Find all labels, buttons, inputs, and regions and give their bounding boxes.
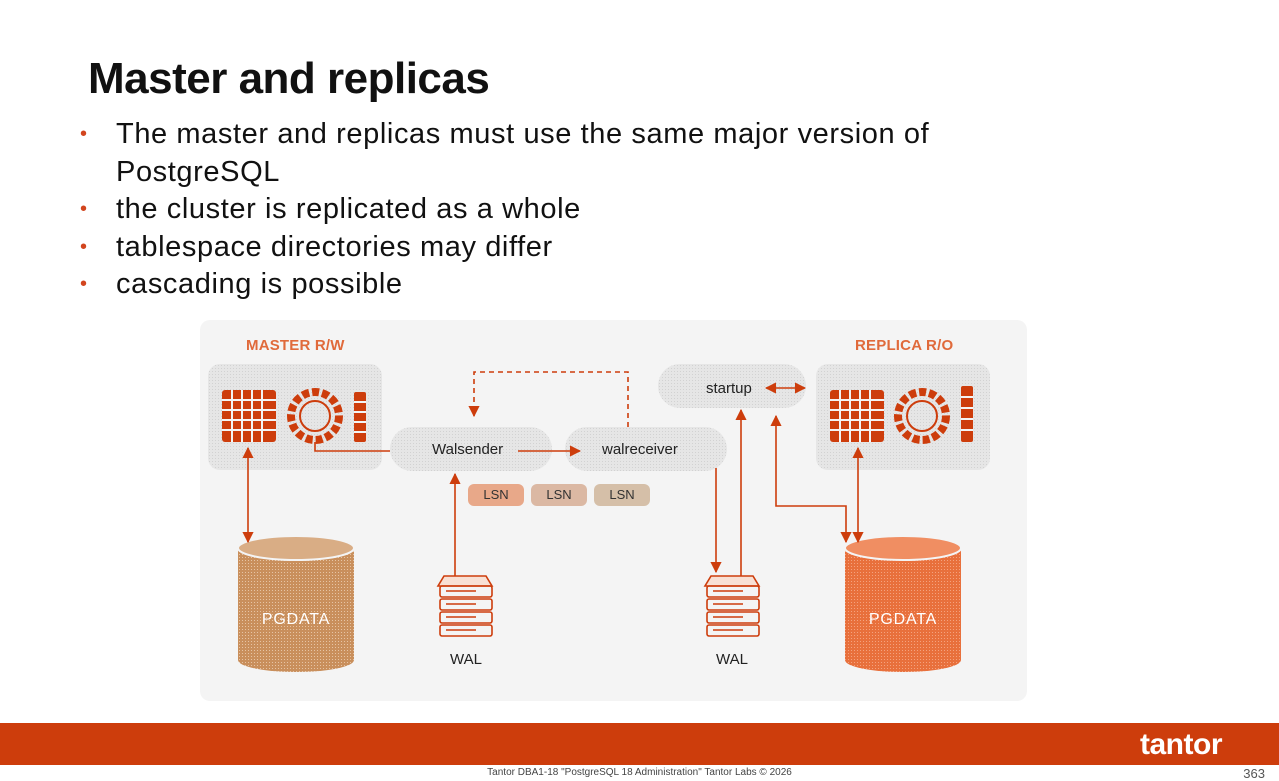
master-ring-icon bbox=[287, 388, 343, 444]
replica-buffer-grid-icon bbox=[830, 390, 884, 442]
bullet-text: tablespace directories may differ bbox=[116, 230, 553, 263]
master-wal-server-icon bbox=[436, 575, 494, 637]
master-wal-label: WAL bbox=[450, 651, 482, 668]
tantor-logo: tantor bbox=[1140, 728, 1223, 761]
walreceiver-box bbox=[565, 427, 727, 471]
bullet-dot-icon: • bbox=[80, 123, 88, 145]
lsn-badge: LSN bbox=[594, 484, 650, 506]
lsn-badge: LSN bbox=[468, 484, 524, 506]
footer-copyright: Tantor DBA1-18 "PostgreSQL 18 Administra… bbox=[487, 767, 792, 778]
replica-wal-label: WAL bbox=[716, 651, 748, 668]
replication-diagram: MASTER R/W REPLICA R/O Walsender walrece… bbox=[200, 320, 1027, 701]
bullet-dot-icon: • bbox=[80, 273, 88, 295]
page-number: 363 bbox=[1243, 766, 1265, 781]
replica-pgdata-cylinder bbox=[844, 535, 962, 672]
walsender-box bbox=[390, 427, 552, 471]
bullet-dot-icon: • bbox=[80, 198, 88, 220]
master-buffer-grid-icon bbox=[222, 390, 276, 442]
bullet-item: • cascading is possible bbox=[80, 266, 1040, 304]
replica-pgdata-label: PGDATA bbox=[868, 611, 938, 628]
footer-bar bbox=[0, 723, 1279, 765]
replica-role-label: REPLICA R/O bbox=[855, 337, 954, 354]
startup-box bbox=[658, 364, 806, 408]
master-stack-icon bbox=[354, 392, 366, 442]
bullet-text: the cluster is replicated as a whole bbox=[116, 193, 581, 225]
startup-label: startup bbox=[706, 380, 752, 397]
bullet-item: • tablespace directories may differ bbox=[80, 229, 1040, 267]
bullet-item: • The master and replicas must use the sa… bbox=[80, 116, 1040, 191]
master-pgdata-label: PGDATA bbox=[261, 611, 331, 628]
walreceiver-feedback-dashed bbox=[468, 371, 629, 427]
replica-stack-icon bbox=[961, 386, 973, 442]
bullet-item: • the cluster is replicated as a whole bbox=[80, 191, 1040, 229]
bullet-text: cascading is possible bbox=[116, 268, 403, 300]
replica-wal-server-icon bbox=[703, 575, 761, 637]
master-pgdata-cylinder bbox=[237, 535, 355, 672]
diagram-graphics bbox=[208, 364, 990, 672]
slide-title: Master and replicas bbox=[88, 54, 490, 103]
master-to-walsender-line bbox=[314, 442, 390, 452]
replica-ring-icon bbox=[894, 388, 950, 444]
walsender-label: Walsender bbox=[432, 441, 504, 458]
bullet-list: • The master and replicas must use the sa… bbox=[80, 116, 1040, 304]
walreceiver-label: walreceiver bbox=[602, 441, 678, 458]
startup-to-pgdata-arrow bbox=[770, 414, 852, 544]
lsn-badge: LSN bbox=[531, 484, 587, 506]
master-role-label: MASTER R/W bbox=[246, 337, 345, 354]
bullet-dot-icon: • bbox=[80, 235, 88, 258]
bullet-text: The master and replicas must use the sam… bbox=[116, 118, 930, 188]
